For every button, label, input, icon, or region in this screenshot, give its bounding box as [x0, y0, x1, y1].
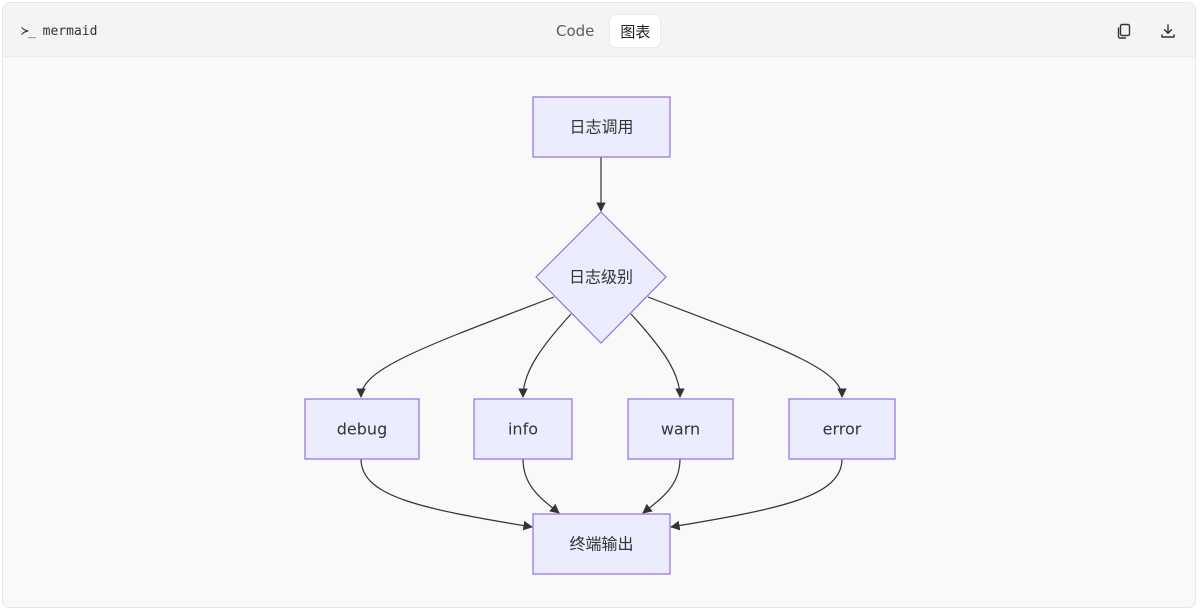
node-warn: warn [627, 398, 734, 460]
node-debug: debug [304, 398, 420, 460]
node-terminal-output: 终端输出 [532, 513, 671, 575]
tab-code[interactable]: Code [556, 22, 595, 40]
edge-log-level-to-debug [356, 296, 555, 398]
node-log-call: 日志调用 [532, 96, 671, 158]
node-debug-label: debug [337, 420, 387, 439]
edge-warn-to-terminal-output [642, 458, 681, 514]
node-log-level-label: 日志级别 [569, 268, 633, 287]
edge-error-to-terminal-output [670, 458, 843, 531]
edge-log-level-to-warn [630, 313, 685, 398]
node-info-label: info [508, 420, 538, 439]
language-label: mermaid [42, 23, 98, 39]
terminal-prompt-icon: ≻_ [21, 23, 36, 39]
download-button[interactable] [1157, 20, 1179, 42]
copy-icon [1117, 23, 1131, 39]
node-error: error [788, 398, 896, 460]
edge-debug-to-terminal-output [360, 458, 533, 531]
view-tabs: Code 图表 [546, 15, 661, 47]
edges [356, 157, 847, 531]
edge-log-level-to-error [647, 296, 847, 398]
tab-diagram[interactable]: 图表 [610, 15, 661, 47]
code-block-header: ≻_ mermaid Code 图表 [3, 3, 1195, 57]
edge-log-level-to-info [518, 313, 572, 398]
node-error-label: error [823, 420, 862, 439]
edge-info-to-terminal-output [522, 458, 560, 514]
language-indicator: ≻_ mermaid [21, 21, 97, 41]
copy-button[interactable] [1113, 20, 1135, 42]
flowchart-svg: 日志调用 日志级别 debug info warn error [304, 96, 896, 575]
node-terminal-output-label: 终端输出 [569, 535, 633, 554]
node-log-level: 日志级别 [535, 211, 667, 344]
node-warn-label: warn [661, 420, 700, 439]
diagram-canvas: 日志调用 日志级别 debug info warn error [3, 57, 1195, 607]
node-info: info [473, 398, 573, 460]
node-log-call-label: 日志调用 [569, 118, 633, 137]
download-icon [1161, 24, 1175, 38]
header-actions [1113, 19, 1179, 43]
